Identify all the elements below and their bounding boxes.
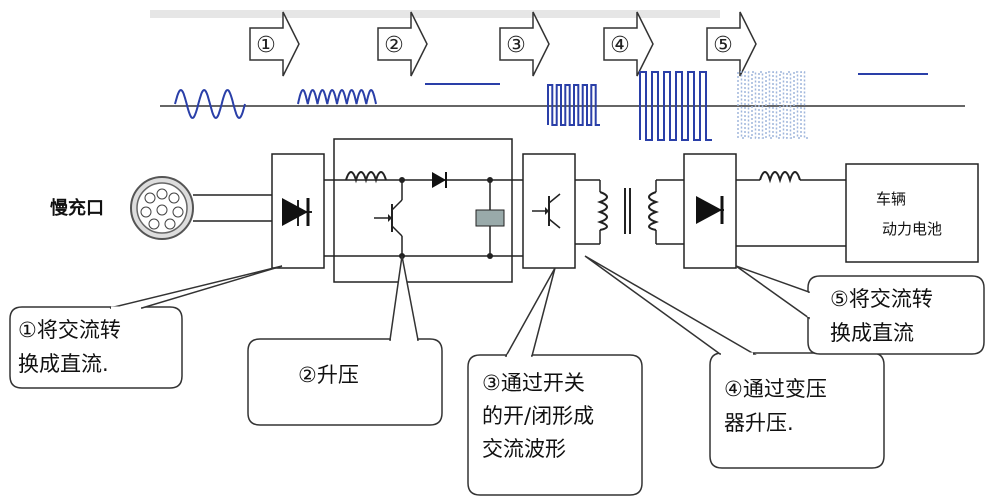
square-waveform-large: [639, 71, 712, 141]
vehicle-battery-box: 车辆 动力电池: [845, 163, 979, 263]
callout-3-line-3: 交流波形: [482, 437, 566, 461]
battery-label-line2: 动力电池: [882, 220, 942, 238]
step-arrow-2: ②: [377, 11, 428, 77]
step-number: ③: [506, 33, 526, 58]
square-waveform-small: [547, 84, 600, 126]
boost-converter-box: [333, 138, 513, 283]
callout-1-line-2: 换成直流.: [18, 352, 109, 376]
transformer-secondary-coil: [648, 191, 659, 231]
callout-3: ③通过开关 的开/闭形成 交流波形: [467, 267, 643, 496]
step-number: ②: [384, 33, 404, 58]
callout-2: ②升压: [247, 255, 443, 426]
callout-1-line-1: ①将交流转: [18, 318, 121, 342]
step-number: ⑤: [713, 33, 733, 58]
callout-5: ⑤将交流转 换成直流: [735, 265, 985, 355]
step-arrow-3: ③: [499, 11, 550, 77]
callout-5-line-2: 换成直流: [830, 321, 914, 345]
callout-3-line-2: 的开/闭形成: [482, 404, 594, 428]
callout-4-line-2: 器升压.: [724, 411, 794, 435]
rectifier-block-2: [683, 153, 737, 269]
step-arrow-1: ①: [249, 11, 300, 77]
callout-4-line-1: ④通过变压: [724, 377, 827, 401]
ac-sine-waveform: [174, 89, 246, 119]
boost-inductor: [345, 171, 387, 184]
step-number: ④: [610, 33, 630, 58]
rectifier-block-1: [271, 153, 325, 269]
boost-transistor: [374, 180, 403, 256]
callout-1: ①将交流转 换成直流.: [9, 265, 283, 389]
transformer-primary-coil: [597, 191, 608, 231]
charging-port-label: 慢充口: [50, 197, 104, 219]
callout-2-line-1: ②升压: [298, 363, 359, 387]
battery-label-line1: 车辆: [876, 190, 906, 208]
callout-4: ④通过变压 器升压.: [584, 255, 885, 469]
square-waveform-faded: [737, 71, 808, 139]
rectified-waveform: [297, 89, 377, 105]
step-number: ①: [256, 33, 276, 58]
callout-5-line-1: ⑤将交流转: [830, 287, 933, 311]
step-arrow-4: ④: [603, 11, 654, 77]
faded-header-strip: [150, 10, 720, 18]
boost-capacitor: [475, 180, 505, 256]
charging-port-icon: [130, 176, 194, 240]
step-arrow-5: ⑤: [706, 11, 757, 77]
callout-3-line-1: ③通过开关: [482, 371, 585, 395]
switching-block: [522, 153, 576, 269]
output-inductor: [759, 171, 801, 184]
boost-diode: [432, 172, 447, 188]
